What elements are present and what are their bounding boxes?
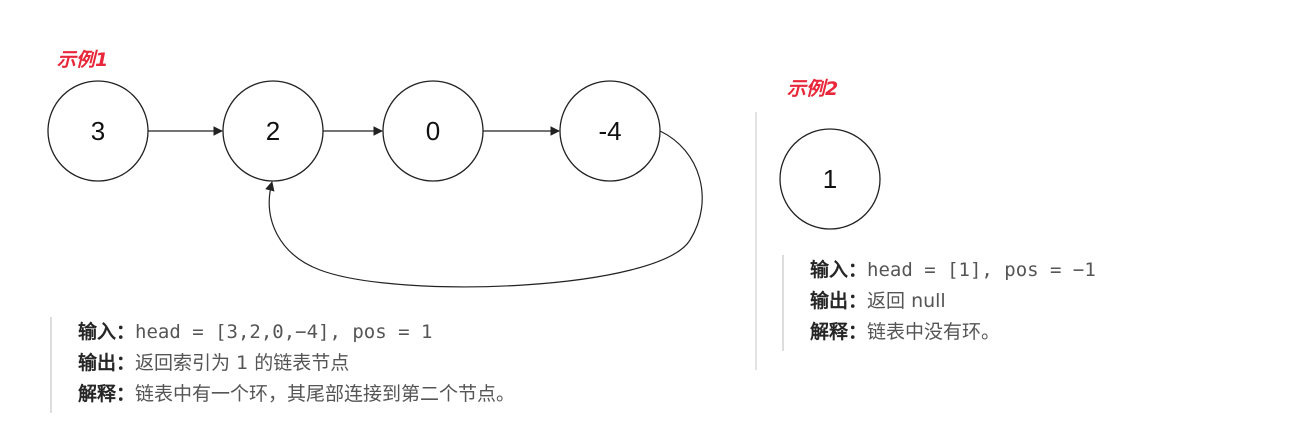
example-2-divider xyxy=(755,112,757,370)
node-ex2-0 xyxy=(779,128,881,230)
node-ex1-0-label: 3 xyxy=(91,116,105,146)
example-1-input-row: 输入：head = [3,2,0,−4], pos = 1 xyxy=(78,321,433,343)
explain-value: 链表中有一个环，其尾部连接到第二个节点。 xyxy=(135,383,516,405)
example-2-output-row: 输出：返回 null xyxy=(810,290,946,312)
node-ex2-0-label: 1 xyxy=(823,164,837,194)
example-1-io: 输入：head = [3,2,0,−4], pos = 1 输出：返回索引为 1… xyxy=(50,317,515,413)
output-value: 返回 null xyxy=(867,290,946,312)
example-1-output-row: 输出：返回索引为 1 的链表节点 xyxy=(78,352,350,374)
example-2-explain-row: 解释：链表中没有环。 xyxy=(810,321,1001,343)
example-1-title: 示例1 xyxy=(57,49,108,71)
output-label: 输出 xyxy=(78,352,117,374)
node-ex1-3-label: -4 xyxy=(598,116,621,146)
explain-value: 链表中没有环。 xyxy=(867,321,1001,343)
node-ex1-1-label: 2 xyxy=(266,116,280,146)
example-1-explain-row: 解释：链表中有一个环，其尾部连接到第二个节点。 xyxy=(78,383,516,405)
input-value: head = [1], pos = −1 xyxy=(867,259,1096,281)
input-value: head = [3,2,0,−4], pos = 1 xyxy=(135,321,433,343)
example-2-input-row: 输入：head = [1], pos = −1 xyxy=(810,259,1096,281)
edge-cycle-3-1 xyxy=(265,130,703,288)
input-label: 输入 xyxy=(810,259,849,281)
output-value: 返回索引为 1 的链表节点 xyxy=(135,352,350,374)
input-label: 输入 xyxy=(78,321,117,343)
explain-label: 解释 xyxy=(78,383,117,405)
output-label: 输出 xyxy=(810,290,849,312)
node-ex1-2-label: 0 xyxy=(426,116,440,146)
example-2-title: 示例2 xyxy=(787,78,838,100)
explain-label: 解释 xyxy=(810,321,849,343)
example-2-io: 输入：head = [1], pos = −1 输出：返回 null 解释：链表… xyxy=(782,255,1096,351)
